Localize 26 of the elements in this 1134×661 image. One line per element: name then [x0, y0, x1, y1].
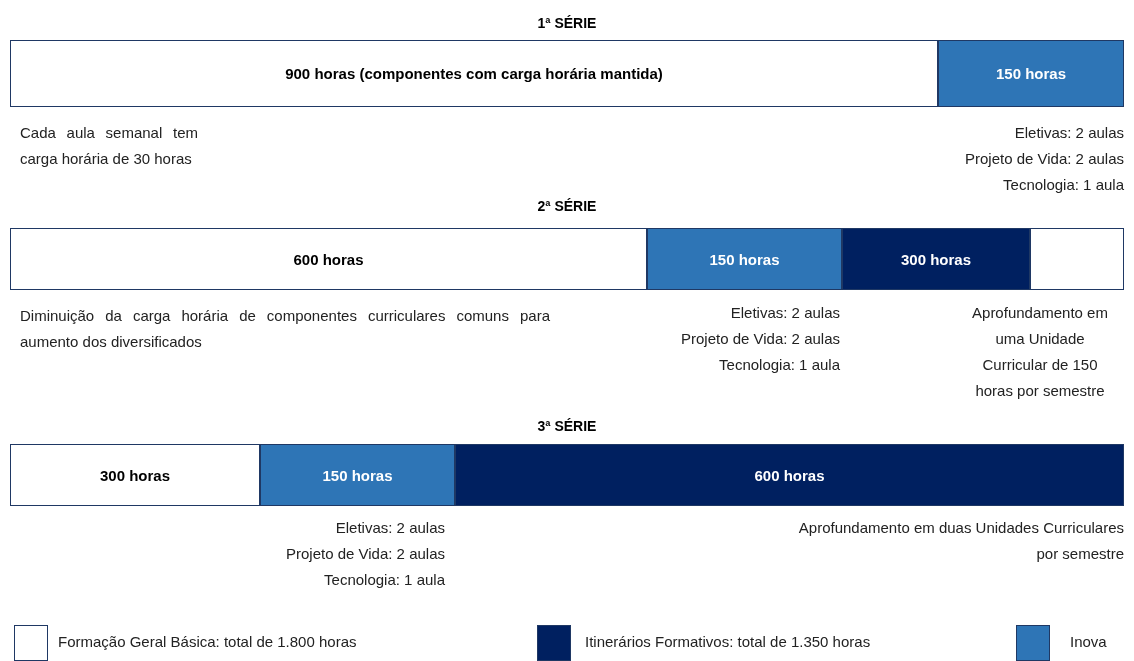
note-text: Cada aula semanal tem carga horária de 30 horas	[20, 123, 198, 169]
bar-segment: 300 horas	[10, 444, 260, 506]
bar-segment: 150 horas	[647, 228, 842, 290]
legend-text: Itinerários Formativos: total de 1.350 horas	[585, 632, 871, 652]
note-text: Eletivas: 2 aulas	[334, 518, 445, 538]
bar-segment: 900 horas (componentes com carga horária mantida)	[10, 40, 938, 107]
legend-text: Inova	[1070, 632, 1107, 652]
note-text: Tecnologia: 1 aula	[1002, 175, 1124, 195]
legend-text: Formação Geral Básica: total de 1.800 horas	[58, 632, 357, 652]
bar-segment: 150 horas	[260, 444, 455, 506]
note-text: Tecnologia: 1 aula	[323, 570, 445, 590]
note-text: Aprofundamento em duas Unidades Curriculares por semestre	[797, 518, 1124, 564]
bar-segment: 300 horas	[842, 228, 1030, 290]
note-text: Diminuição da carga horária de componentes curriculares comuns para aumento dos diversificados	[20, 306, 550, 352]
note-text: Eletivas: 2 aulas	[1013, 123, 1124, 143]
note-text: Aprofundamento em uma Unidade Curricular de 150 horas por semestre	[971, 303, 1109, 401]
bar-segment: 150 horas	[938, 40, 1124, 107]
bar-segment: 600 horas	[10, 228, 647, 290]
series-heading: 1ª SÉRIE	[536, 14, 598, 33]
note-text: Projeto de Vida: 2 aulas	[285, 544, 445, 564]
series-heading: 2ª SÉRIE	[536, 197, 598, 216]
note-text: Tecnologia: 1 aula	[718, 355, 840, 375]
bar-segment: 600 horas	[455, 444, 1124, 506]
note-text: Projeto de Vida: 2 aulas	[680, 329, 840, 349]
series-heading: 3ª SÉRIE	[536, 417, 598, 436]
note-text: Projeto de Vida: 2 aulas	[964, 149, 1124, 169]
